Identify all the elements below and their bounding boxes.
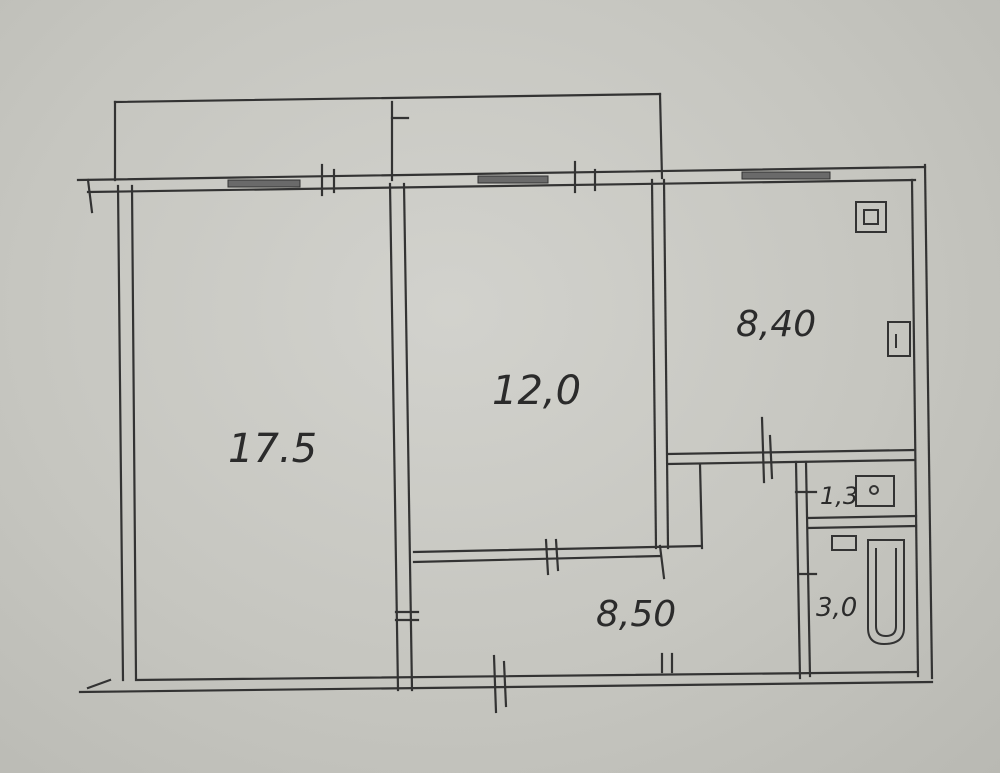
area-label-kitchen: 8,40 — [736, 304, 816, 345]
exterior-wall-right — [910, 163, 934, 680]
partition-middle-kitchen — [650, 178, 670, 580]
entrance-door-marks — [492, 652, 674, 714]
area-label-bathroom: 3,0 — [816, 593, 857, 623]
area-label-room-middle: 12,0 — [492, 368, 581, 414]
area-label-hallway: 8,50 — [596, 594, 676, 635]
area-label-toilet: 1,3 — [820, 482, 858, 510]
loggia-outline — [113, 92, 664, 182]
partition-middle-hallway — [412, 538, 702, 576]
exterior-wall-top — [76, 165, 927, 214]
bathroom-block — [794, 460, 918, 680]
partition-kitchen-hallway — [666, 416, 917, 550]
exterior-wall-left — [116, 184, 138, 682]
partition-left-middle — [388, 182, 420, 692]
stove-icon — [855, 201, 887, 233]
area-label-room-left: 17.5 — [228, 426, 317, 472]
bathtub-icon — [867, 539, 905, 646]
room-labels: 17.5 12,0 8,40 8,50 1,3 3,0 — [228, 304, 858, 635]
window-openings — [227, 171, 831, 188]
toilet-icon — [855, 475, 895, 507]
window-ticks — [320, 160, 597, 197]
kitchen-sink-icon — [887, 321, 911, 357]
washbasin-icon — [831, 535, 857, 551]
